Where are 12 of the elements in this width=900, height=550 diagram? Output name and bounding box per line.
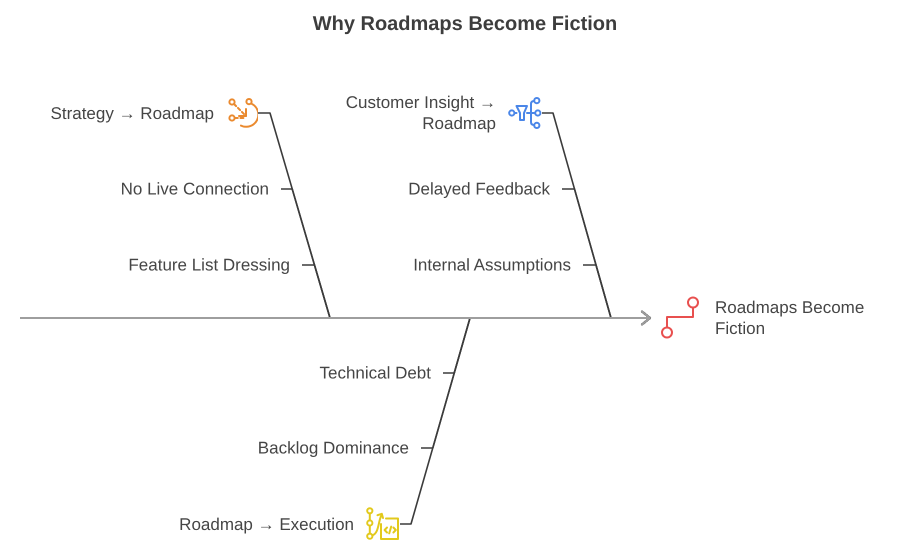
cause-category-label: Customer Insight → Roadmap [344,92,496,134]
cause-label: Feature List Dressing [128,254,290,276]
cause-label: No Live Connection [120,178,269,200]
cause-category-label: Roadmap → Execution [179,514,354,534]
diagram-title: Why Roadmaps Become Fiction [312,12,618,36]
cause-label: Delayed Feedback [408,178,550,200]
spine-arrow [20,310,651,326]
cause-label: Backlog Dominance [258,438,409,458]
cause-category-label: Strategy → Roadmap [50,102,214,124]
effect-label: Roadmaps Become Fiction [715,297,866,339]
cause-label: Internal Assumptions [413,254,571,276]
cause-label: Technical Debt [319,362,431,384]
